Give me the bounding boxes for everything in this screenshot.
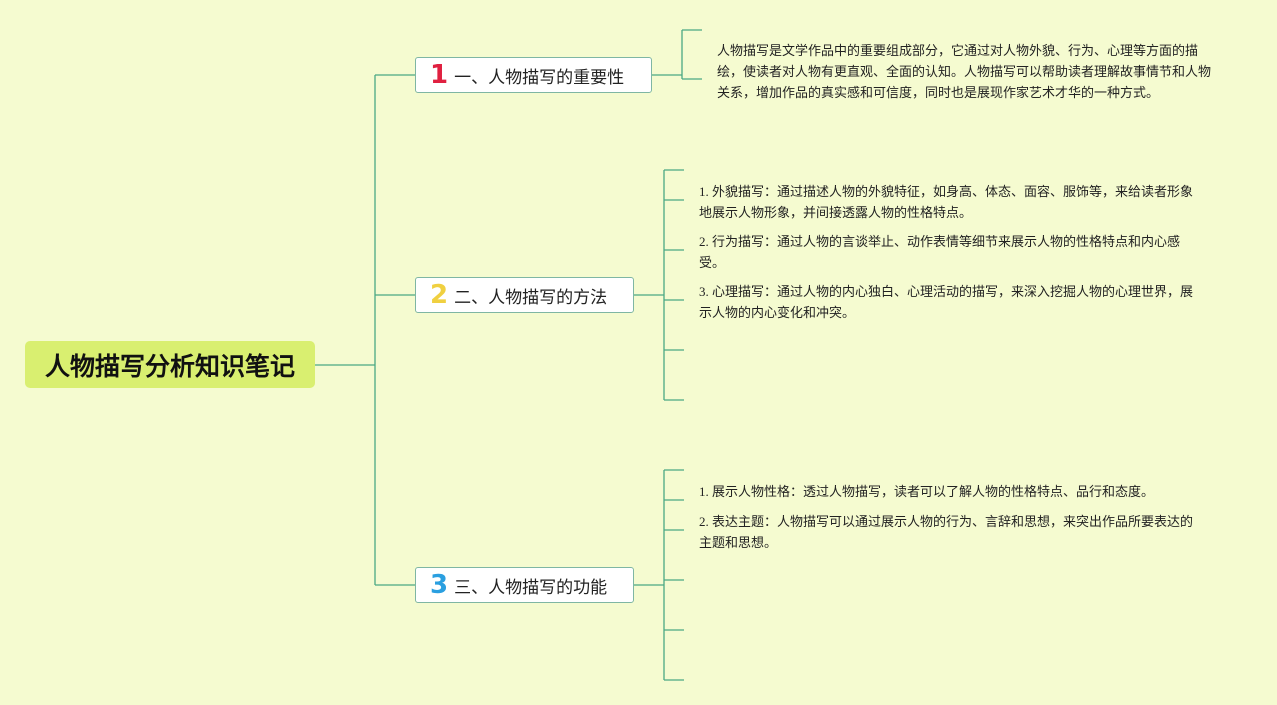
note-function-theme: 2. 表达主题：人物描写可以通过展示人物的行为、言辞和思想，来突出作品所要表达的… xyxy=(699,514,1194,550)
root-title: 人物描写分析知识笔记 xyxy=(44,351,295,381)
branch-node-2[interactable]: 2 二、人物描写的方法 xyxy=(415,277,634,313)
number-badge-2: 2 xyxy=(430,280,449,310)
branch-label-3: 三、人物描写的功能 xyxy=(454,577,608,598)
note-method-psychology: 3. 心理描写：通过人物的内心独白、心理活动的描写，来深入挖掘人物的心理世界，展… xyxy=(699,284,1194,320)
number-badge-3: 3 xyxy=(430,570,449,600)
branch-node-3[interactable]: 3 三、人物描写的功能 xyxy=(415,567,634,603)
note-importance: 人物描写是文学作品中的重要组成部分，它通过对人物外貌、行为、心理等方面的描绘，使… xyxy=(717,43,1212,100)
note-method-behavior: 2. 行为描写：通过人物的言谈举止、动作表情等细节来展示人物的性格特点和内心感受… xyxy=(699,234,1181,270)
branch-label-1: 一、人物描写的重要性 xyxy=(454,67,625,88)
number-badge-1: 1 xyxy=(430,60,449,90)
branch-label-2: 二、人物描写的方法 xyxy=(454,287,608,308)
note-function-character: 1. 展示人物性格：透过人物描写，读者可以了解人物的性格特点、品行和态度。 xyxy=(699,484,1155,499)
root-node[interactable]: 人物描写分析知识笔记 xyxy=(25,341,315,388)
note-method-appearance: 1. 外貌描写：通过描述人物的外貌特征，如身高、体态、面容、服饰等，来给读者形象… xyxy=(699,184,1194,220)
branch-node-1[interactable]: 1 一、人物描写的重要性 xyxy=(415,57,652,93)
